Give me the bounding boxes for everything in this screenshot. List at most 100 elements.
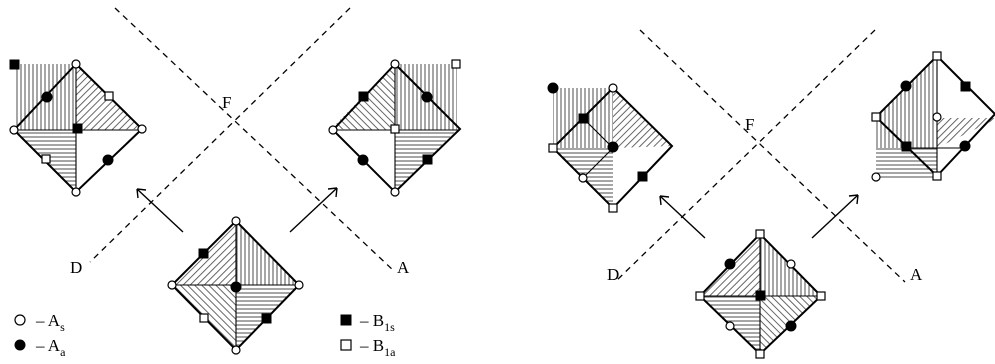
axis-a-label: A (397, 258, 410, 277)
marker-as (578, 173, 588, 183)
marker-b1a (871, 112, 881, 122)
marker-b1a (104, 91, 114, 101)
axis-d-label: D (70, 258, 82, 277)
diamond-bottom (167, 216, 304, 355)
legend-subscript: 1a (384, 345, 396, 359)
filled-square-icon (340, 314, 352, 326)
arrow-toward-d-head (659, 195, 670, 206)
legend-text: – A (35, 311, 61, 330)
marker-aa (724, 258, 736, 270)
legend-subscript: 1s (384, 320, 395, 334)
hatch-region-horizontal (876, 148, 937, 178)
marker-b1a (41, 154, 51, 164)
arrow-toward-a-head (327, 187, 338, 198)
marker-b1a (608, 203, 618, 213)
marker-as (390, 187, 400, 197)
marker-as (390, 59, 400, 69)
marker-aa (959, 140, 971, 152)
marker-b1a (932, 51, 942, 61)
hatch-region-vertical (876, 56, 937, 148)
marker-as (786, 259, 796, 269)
marker-b1a (695, 291, 705, 301)
marker-as (231, 216, 241, 226)
marker-as (871, 172, 881, 182)
marker-aa (41, 91, 53, 103)
marker-aa (607, 141, 619, 153)
marker-b1s (358, 91, 369, 102)
diamond-top-right (871, 51, 995, 182)
marker-as (137, 124, 147, 134)
marker-b1a (199, 313, 209, 323)
marker-b1a (548, 143, 558, 153)
legend-item-aa: – Aa (14, 336, 66, 359)
marker-aa (900, 80, 912, 92)
marker-as (231, 345, 241, 355)
marker-b1s (637, 171, 648, 182)
svg-text:– Aa: – Aa (35, 336, 66, 359)
arrow-toward-d-head (136, 188, 147, 199)
marker-b1s (755, 290, 766, 301)
legend-subscript: s (60, 320, 65, 334)
svg-text:– B1s: – B1s (359, 311, 395, 334)
marker-as (294, 280, 304, 290)
diamond-top-left (9, 59, 147, 197)
marker-b1a (755, 349, 765, 359)
marker-b1s (72, 123, 83, 134)
marker-b1a (755, 229, 765, 239)
axis-d-label: D (607, 265, 619, 284)
marker-b1s (578, 113, 589, 124)
marker-b1s (901, 141, 912, 152)
marker-b1a (932, 171, 942, 181)
left-panel: F D A (9, 7, 462, 359)
arrow-toward-d (659, 195, 706, 239)
marker-aa (357, 154, 369, 166)
marker-b1s (960, 81, 971, 92)
marker-b1s (261, 313, 272, 324)
open-circle-icon (14, 314, 26, 326)
marker-as (932, 112, 942, 122)
axis-d-dashed-line (614, 29, 876, 283)
marker-aa (230, 281, 242, 293)
marker-as (608, 83, 618, 93)
marker-b1s (9, 59, 20, 70)
svg-text:– As: – As (35, 311, 65, 334)
legend-item-b1s: – B1s (340, 311, 395, 334)
legend-subscript: a (60, 345, 66, 359)
axis-a-label: A (910, 265, 923, 284)
marker-as (725, 321, 735, 331)
marker-b1a (451, 59, 461, 69)
hatch-region-diagonal (937, 118, 995, 148)
marker-as (9, 125, 19, 135)
marker-b1a (390, 124, 400, 134)
marker-aa (102, 154, 114, 166)
arrow-toward-d (136, 188, 184, 233)
marker-as (71, 187, 81, 197)
filled-circle-icon (14, 339, 26, 351)
arrow-toward-a (811, 194, 859, 239)
fixed-point-label: F (745, 115, 754, 134)
diamond-top-right (328, 59, 462, 197)
fixed-point-label: F (222, 93, 231, 112)
marker-as (328, 125, 338, 135)
legend: – As – Aa – B1s – B1a (14, 311, 396, 359)
marker-aa (421, 91, 433, 103)
open-square-icon (340, 339, 352, 351)
diamond-top-left (547, 82, 674, 213)
legend-item-as: – As (14, 311, 65, 334)
arrow-toward-a (289, 187, 338, 233)
axis-d-dashed-line (89, 7, 351, 263)
marker-aa (785, 320, 797, 332)
diamond-bottom (695, 229, 826, 359)
legend-text: – B (359, 311, 384, 330)
legend-item-b1a: – B1a (340, 336, 396, 359)
marker-as (167, 280, 177, 290)
marker-b1a (816, 291, 826, 301)
right-panel: F D A (547, 29, 995, 359)
axis-a-dashed-line (639, 29, 906, 283)
marker-aa (547, 82, 559, 94)
svg-text:– B1a: – B1a (359, 336, 396, 359)
legend-text: – A (35, 336, 61, 355)
legend-text: – B (359, 336, 384, 355)
marker-as (71, 59, 81, 69)
